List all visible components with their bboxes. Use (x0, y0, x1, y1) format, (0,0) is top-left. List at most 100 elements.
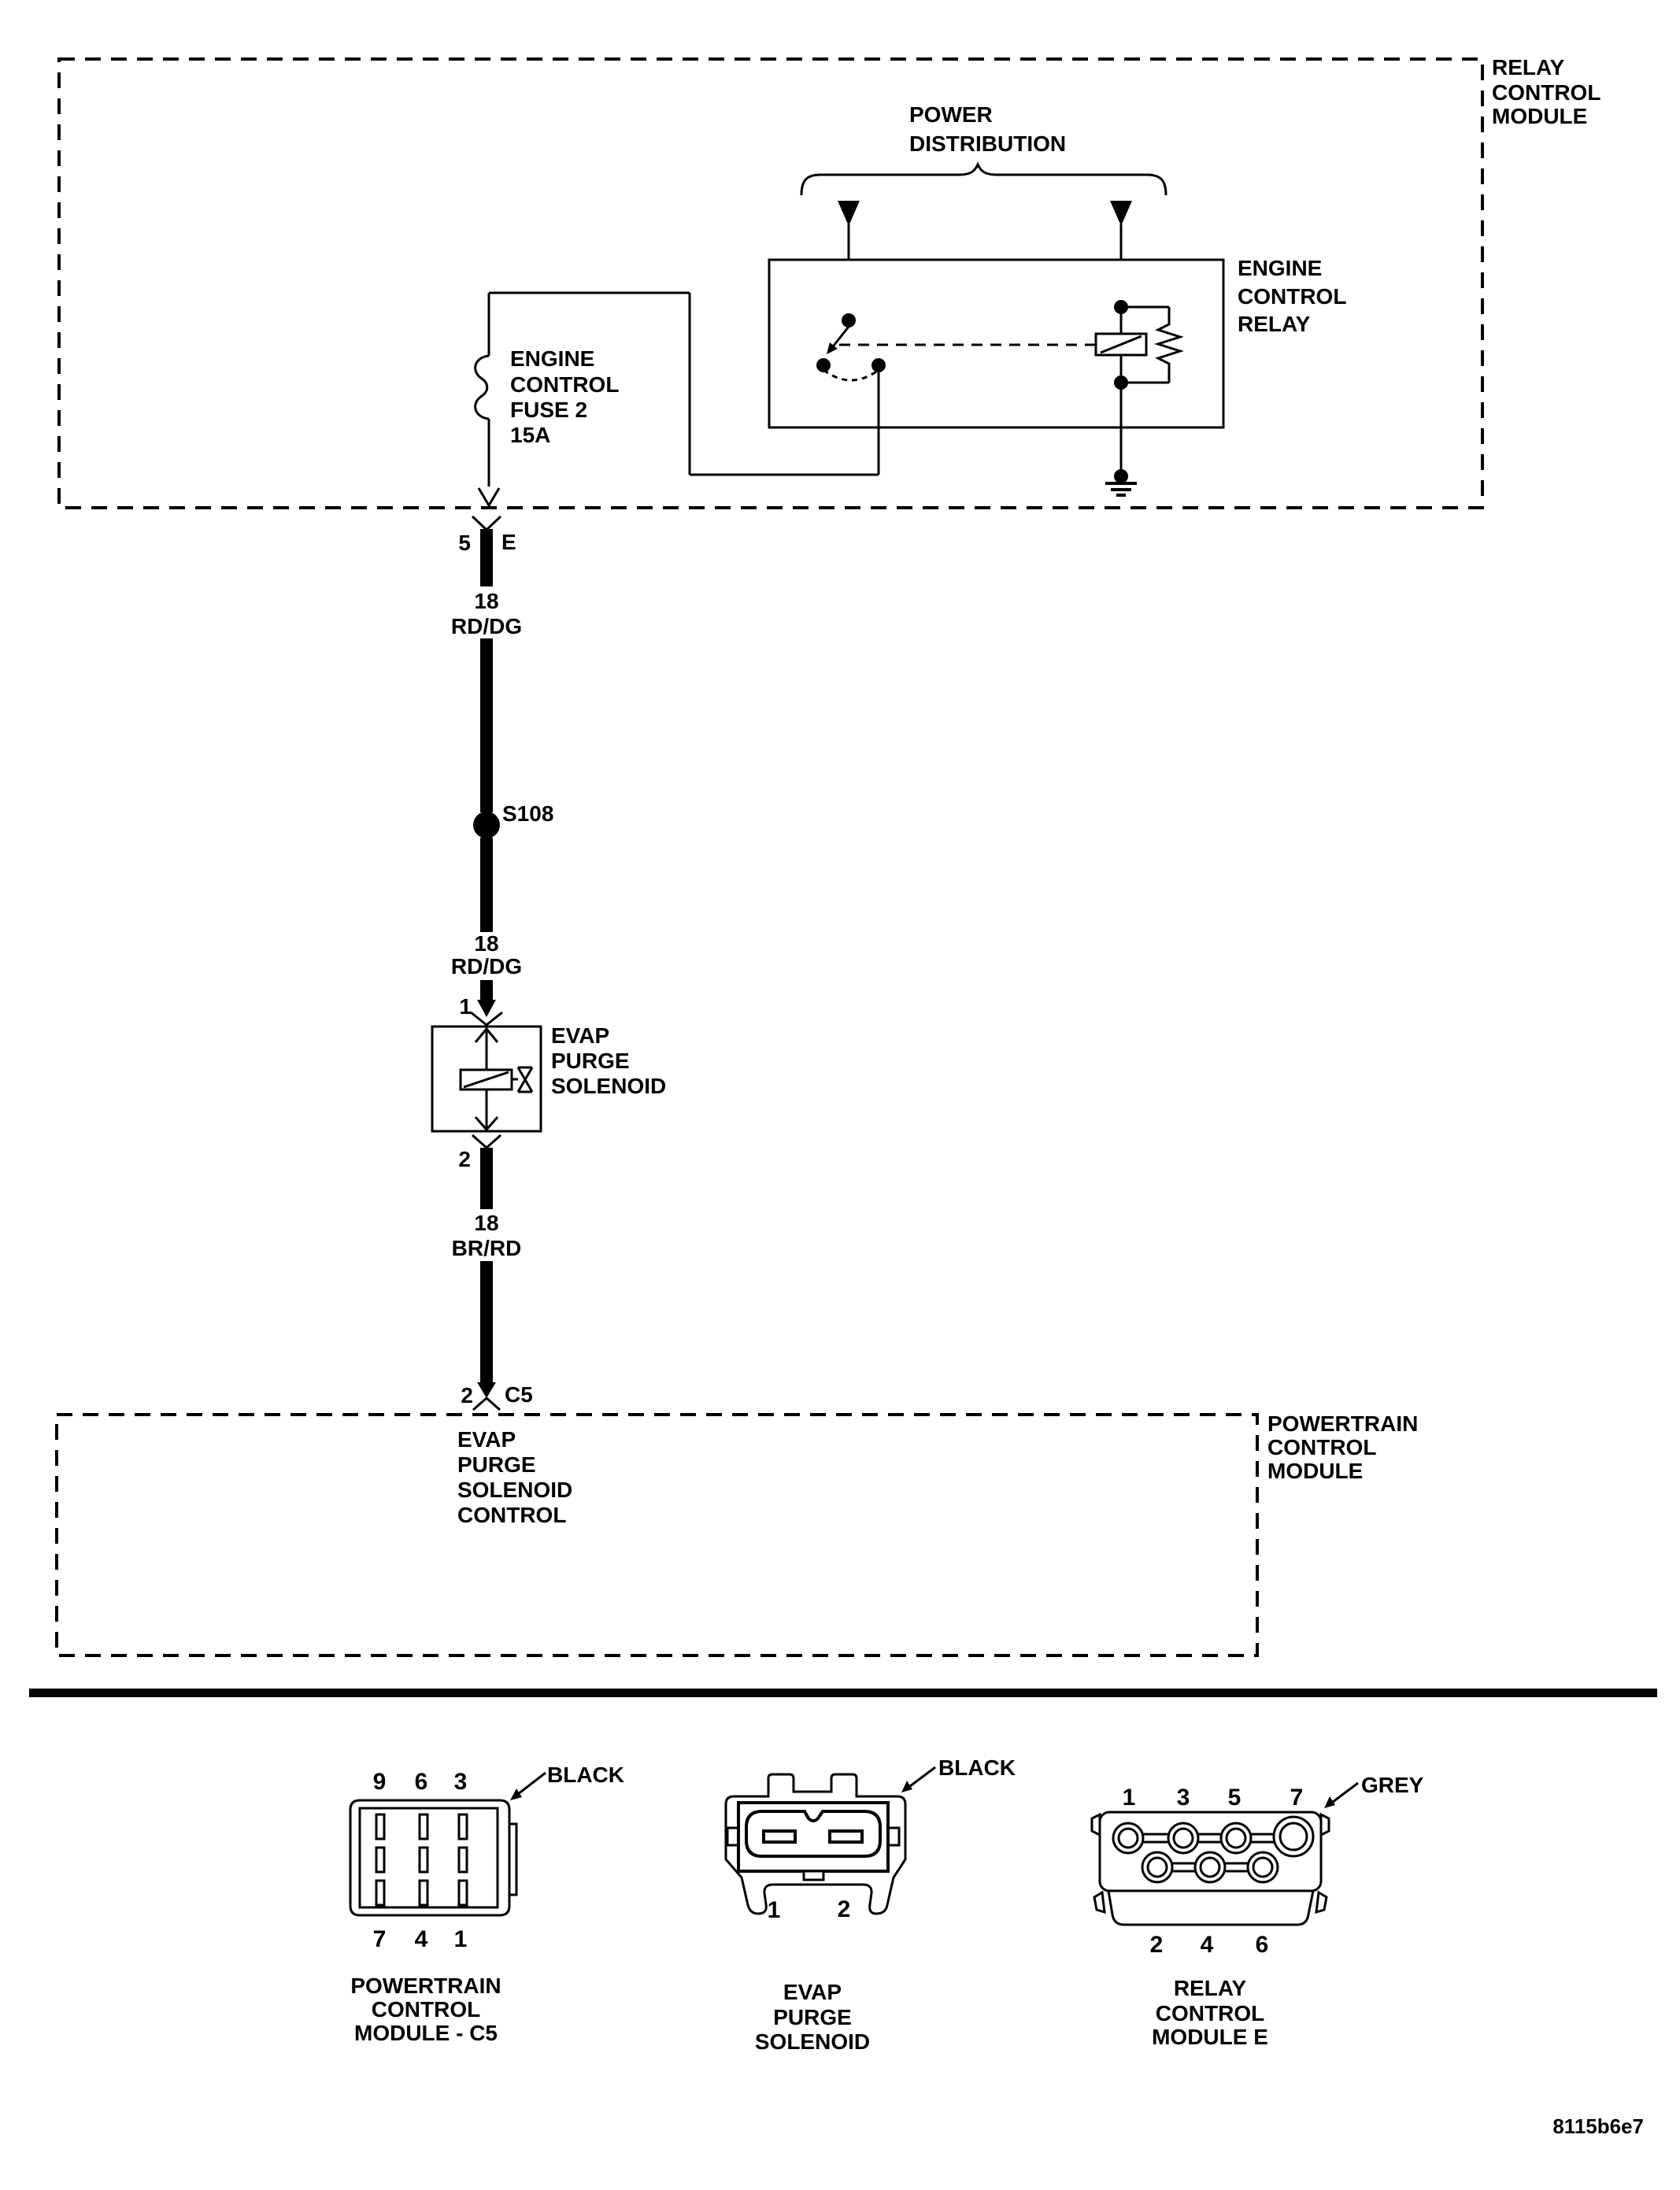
connector-bottom-tab (802, 1870, 825, 1881)
pin-label: 9 (373, 1769, 387, 1795)
powertrain-control-module-label: CONTROL (1267, 1435, 1376, 1459)
engine-control-relay-label: ENGINE (1238, 256, 1322, 280)
color-leader-arrowhead (510, 1789, 522, 1800)
connector-color-label: BLACK (938, 1755, 1016, 1780)
ground-dot (1114, 469, 1128, 483)
wire-gauge-label: 18 (474, 589, 498, 613)
relay-switch-input-dot (842, 313, 856, 327)
connector-color-label: BLACK (547, 1763, 624, 1787)
wire-segment (480, 1261, 493, 1382)
connector-caption: MODULE - C5 (354, 2021, 498, 2045)
solenoid-arrow-up (474, 1027, 499, 1043)
connector-caption: POWERTRAIN (350, 1974, 501, 1998)
powertrain-control-module-label: MODULE (1267, 1459, 1363, 1483)
connector-cavity-label: C5 (505, 1382, 533, 1407)
connector-side-tab (886, 1826, 901, 1847)
relay-switch-throw-arc (823, 368, 879, 382)
fuse-output-arrowhead (477, 487, 501, 508)
engine-control-relay-label: CONTROL (1238, 284, 1346, 309)
fuse-label: FUSE 2 (510, 398, 587, 422)
wire-gauge-label: 18 (474, 931, 498, 956)
connector-caption: SOLENOID (755, 2029, 870, 2054)
wire-color-label: BR/RD (452, 1236, 522, 1260)
relay-control-module-boundary (57, 57, 1484, 509)
switch-to-fuse-routing (487, 291, 880, 476)
connector-view-evap-purge-solenoid: BLACK 1 2 EVAP PURGE SOLENOID (724, 1755, 1016, 2054)
pin-label: 5 (1228, 1785, 1241, 1811)
color-leader-line (909, 1766, 936, 1788)
pcm-connector-symbol (486, 1396, 501, 1411)
pin-label: 2 (838, 1896, 851, 1922)
wire-arrowhead (477, 1000, 496, 1017)
wire-segment (480, 1148, 493, 1209)
color-leader-arrowhead (901, 1781, 912, 1792)
evap-purge-solenoid-component: EVAP PURGE SOLENOID (431, 1023, 666, 1133)
pcm-signal-label: EVAP (457, 1427, 516, 1452)
wire-color-label: RD/DG (451, 614, 522, 638)
solenoid-arrow-down (474, 1116, 499, 1132)
wire-segment (480, 529, 493, 586)
color-leader-line (517, 1771, 546, 1796)
powertrain-control-module-boundary (55, 1413, 1259, 1657)
connector-terminal-circles (1112, 1815, 1315, 1884)
relay-switch (816, 313, 1096, 382)
pin-label: 4 (415, 1926, 428, 1952)
ground-symbol-icon (1105, 469, 1137, 497)
pin-label: 6 (415, 1769, 428, 1795)
main-circuit: 5 E 18 RD/DG S108 18 RD/DG 1 (431, 515, 666, 1411)
pin-label: 3 (454, 1769, 468, 1795)
pcm-signal-label: PURGE (457, 1452, 536, 1477)
relay-switch-contact-left-dot (816, 358, 831, 372)
pin-label: 3 (1177, 1785, 1190, 1811)
splice-label: S108 (502, 801, 553, 826)
power-distribution-label: POWER (909, 102, 993, 127)
pin-label: 7 (1290, 1785, 1304, 1811)
powertrain-control-module-label: POWERTRAIN (1267, 1411, 1418, 1436)
wire-segment (480, 980, 493, 1001)
inline-connector-symbol (470, 1011, 503, 1027)
connector-cavity-label: E (501, 530, 516, 554)
wire-segment (480, 838, 493, 932)
doc-id: 8115b6e7 (1552, 2114, 1644, 2138)
connector-pin-slot (828, 1829, 864, 1844)
power-feed-arrow-right-icon (1110, 201, 1132, 226)
pcm-signal-label: CONTROL (457, 1503, 566, 1527)
wire-color-label: RD/DG (451, 954, 522, 978)
solenoid-label: PURGE (551, 1049, 630, 1073)
pin-label: 1 (454, 1926, 468, 1952)
wire-gauge-label: 18 (474, 1211, 498, 1235)
pin-label: 1 (768, 1897, 781, 1923)
wire-segment (480, 638, 493, 812)
wire-end-taper (477, 1382, 496, 1398)
power-feed-arrow-left-icon (838, 201, 860, 226)
connector-caption: PURGE (773, 2005, 852, 2029)
pin-label: 4 (1201, 1932, 1214, 1958)
solenoid-label: SOLENOID (551, 1074, 666, 1098)
engine-control-relay-label: RELAY (1238, 312, 1311, 336)
connector-caption: CONTROL (1156, 2001, 1264, 2025)
relay-resistor-symbol (1154, 307, 1184, 383)
power-distribution-brace (800, 161, 1167, 196)
relay-coil-top-dot (1114, 300, 1128, 314)
pin-label: 2 (1150, 1932, 1164, 1958)
solenoid-pin-label: 2 (458, 1147, 471, 1171)
connector-pin-label: 5 (458, 531, 471, 555)
pin-label: 6 (1256, 1932, 1269, 1958)
relay-control-module-label: CONTROL (1492, 80, 1600, 105)
relay-control-module-section: RELAY CONTROL MODULE POWER DISTRIBUTION … (57, 55, 1600, 509)
splice-s108-dot (473, 812, 500, 838)
pcm-connector-symbol (472, 1396, 487, 1411)
fuse-symbol-icon (474, 354, 490, 420)
fuse-label: ENGINE (510, 346, 594, 371)
connector-caption: RELAY (1174, 1976, 1247, 2000)
color-leader-arrowhead (1324, 1796, 1335, 1808)
fuse-label: 15A (510, 423, 550, 447)
pcm-signal-label: SOLENOID (457, 1478, 572, 1502)
relay-coil-bottom-dot (1114, 375, 1128, 390)
fuse-label: CONTROL (510, 372, 619, 397)
powertrain-control-module-section: POWERTRAIN CONTROL MODULE EVAP PURGE SOL… (55, 1411, 1418, 1657)
connector-view-rcm-e: 1 3 5 7 GREY 2 4 6 RELAY CO (1090, 1773, 1424, 2049)
valve-icon (516, 1066, 534, 1093)
connector-lower-tray (1107, 1889, 1315, 1926)
